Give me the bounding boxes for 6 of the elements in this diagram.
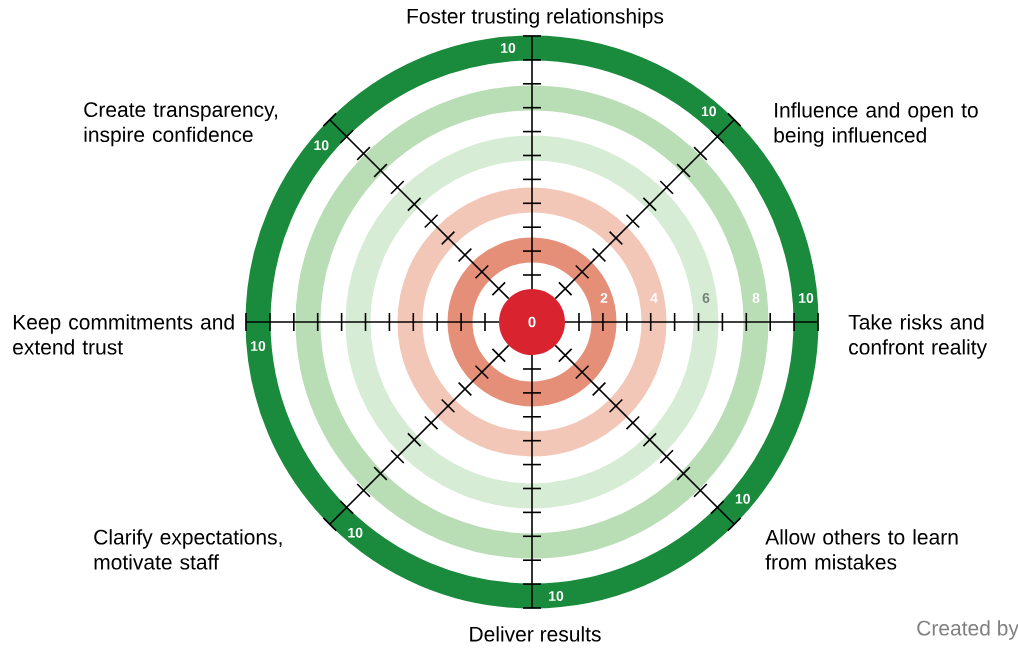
axis-label: Foster trusting relationships bbox=[407, 8, 664, 28]
center-disk: 0 bbox=[499, 289, 565, 355]
axis-label: Created by bbox=[917, 620, 1018, 640]
axis-label: Deliver results bbox=[470, 626, 601, 642]
axis-label: Take risks and confront reality bbox=[848, 314, 988, 359]
axis-label: Keep commitments and extend trust bbox=[13, 314, 234, 355]
